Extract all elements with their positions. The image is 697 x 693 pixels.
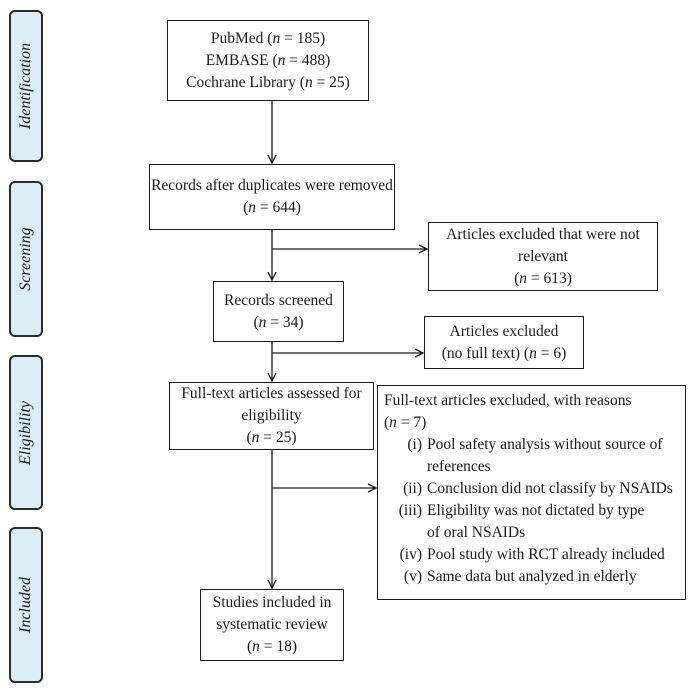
box-excluded-no-full-text: Articles excluded (no full text) (n = 6) bbox=[424, 316, 584, 369]
reason-text: Eligibility was not dictated by type bbox=[427, 502, 645, 519]
assessed-count: (n = 25) bbox=[246, 429, 297, 446]
box-duplicates-removed: Records after duplicates were removed (n… bbox=[149, 164, 395, 230]
stage-label-included: Included bbox=[9, 527, 43, 683]
box-studies-included: Studies included in systematic review (n… bbox=[200, 589, 344, 661]
box-records-screened: Records screened (n = 34) bbox=[213, 281, 344, 342]
reason-text: Pool study with RCT already included bbox=[427, 546, 665, 563]
box-database-sources: PubMed (n = 185) EMBASE (n = 488) Cochra… bbox=[167, 20, 369, 101]
included-text-1: Studies included in bbox=[212, 594, 332, 611]
included-text-2: systematic review bbox=[216, 616, 328, 633]
not-relevant-text-1: Articles excluded that were not bbox=[446, 225, 640, 243]
reason-number: (ii) bbox=[403, 480, 422, 497]
box-excluded-not-relevant: Articles excluded that were not relevant… bbox=[428, 222, 658, 291]
not-relevant-count: (n = 613) bbox=[514, 269, 572, 287]
excluded-heading: Full-text articles excluded, with reason… bbox=[384, 392, 632, 409]
reason-item: (i) Pool safety analysis without source … bbox=[384, 434, 662, 456]
reason-text: Pool safety analysis without source of bbox=[427, 436, 663, 453]
reason-number: (v) bbox=[403, 568, 422, 585]
assessed-text-2: eligibility bbox=[241, 407, 302, 424]
stage-label-eligibility: Eligibility bbox=[9, 355, 43, 510]
screened-text: Records screened bbox=[224, 291, 333, 309]
duplicates-count: (n = 644) bbox=[243, 199, 301, 216]
source-embase: EMBASE (n = 488) bbox=[205, 51, 331, 69]
duplicates-text: Records after duplicates were removed bbox=[151, 177, 393, 194]
reason-item: (ii) Conclusion did not classify by NSAI… bbox=[384, 478, 673, 500]
excluded-count: (n = 7) bbox=[384, 414, 427, 431]
reason-text: Conclusion did not classify by NSAIDs bbox=[427, 480, 673, 497]
reason-continuation: of oral NSAIDs bbox=[427, 524, 526, 541]
box-full-text-assessed: Full-text articles assessed for eligibil… bbox=[169, 382, 374, 450]
screened-count: (n = 34) bbox=[253, 313, 304, 331]
reason-text: Same data but analyzed in elderly bbox=[427, 568, 637, 585]
source-pubmed: PubMed (n = 185) bbox=[210, 29, 326, 47]
no-full-text-count: (no full text) (n = 6) bbox=[441, 344, 567, 362]
stage-label-screening: Screening bbox=[9, 181, 43, 337]
reason-item: (iv) Pool study with RCT already include… bbox=[384, 544, 665, 566]
reason-number: (iv) bbox=[399, 546, 422, 563]
reason-item: (v) Same data but analyzed in elderly bbox=[384, 566, 637, 588]
reason-item: (iii) Eligibility was not dictated by ty… bbox=[384, 500, 645, 522]
assessed-text-1: Full-text articles assessed for bbox=[181, 385, 362, 402]
no-full-text-text: Articles excluded bbox=[449, 322, 559, 340]
box-full-text-excluded: Full-text articles excluded, with reason… bbox=[377, 385, 686, 600]
reason-number: (iii) bbox=[398, 502, 422, 519]
included-count: (n = 18) bbox=[246, 638, 298, 655]
not-relevant-text-2: relevant bbox=[518, 247, 568, 265]
reason-number: (i) bbox=[407, 436, 422, 453]
reason-continuation: references bbox=[427, 458, 491, 475]
stage-label-identification: Identification bbox=[9, 10, 43, 162]
source-cochrane: Cochrane Library (n = 25) bbox=[186, 73, 350, 91]
